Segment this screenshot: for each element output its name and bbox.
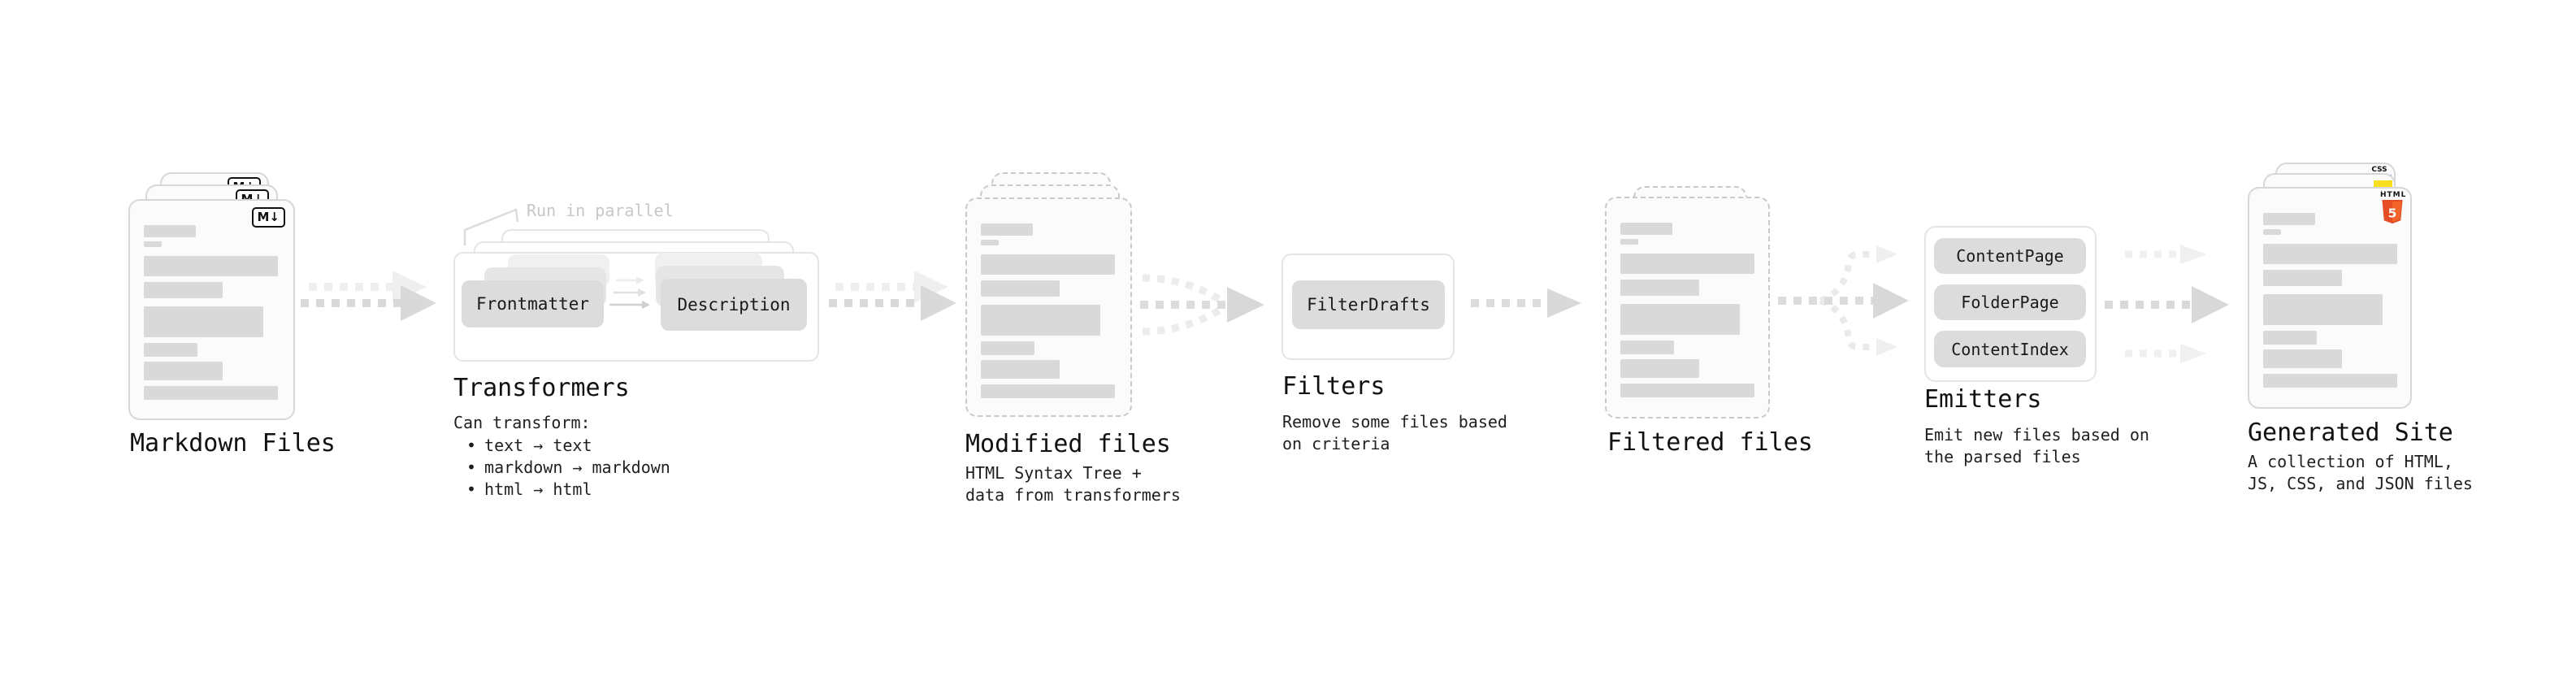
arrow-markdown-to-transformers [301,271,436,321]
annotation-leader-line [463,208,519,245]
text-line-placeholder [981,305,1100,336]
html5-wordmark: HTML [2380,191,2407,199]
text-line-placeholder [2263,270,2342,286]
bullet-text: text → text [484,436,592,455]
markdown-files-label: Markdown Files [130,429,336,458]
text-line-placeholder [2263,349,2342,368]
modified-files-label: Modified files [965,430,1171,458]
arrow-filtered-to-emitters [1778,245,1909,356]
text-line-placeholder [1620,304,1740,335]
arrow-transformers-to-modified [829,271,956,321]
text-line-placeholder [1620,223,1672,235]
emitter-contentindex-chip: ContentIndex [1934,331,2086,367]
filters-desc-line1: Remove some files based [1282,412,1507,432]
ghost-arrow-bottom [2125,344,2206,363]
emitters-label: Emitters [1924,385,2042,414]
markdown-file-card-front: M↓ [128,199,295,420]
modified-files-desc-line1: HTML Syntax Tree + [965,463,1142,483]
text-line-placeholder [2263,374,2397,388]
transformers-desc-title: Can transform: [453,413,591,432]
filtered-files-label: Filtered files [1607,428,1813,457]
text-line-placeholder [1620,280,1699,296]
text-line-placeholder [144,282,223,298]
emitters-desc-line2: the parsed files [1924,447,2081,466]
text-line-placeholder [981,240,999,245]
text-line-placeholder [144,343,197,357]
bullet-marker: • [466,458,477,477]
bullet-marker: • [466,479,477,499]
text-line-placeholder [144,386,278,400]
javascript-icon [2374,180,2392,189]
text-line-placeholder [144,241,162,247]
text-line-placeholder [2263,244,2397,264]
bullet-marker: • [466,436,477,455]
emitter-contentpage-chip: ContentPage [1934,238,2086,274]
transform-bullet-1: • text → text [466,436,592,455]
emitters-desc-line1: Emit new files based on [1924,425,2149,445]
text-line-placeholder [981,280,1060,297]
main-arrow-middle [2105,286,2229,323]
bullet-text: html → html [484,479,592,499]
svg-text:5: 5 [2388,206,2397,220]
modified-files-desc-line2: data from transformers [965,485,1181,505]
text-line-placeholder [144,225,196,237]
text-line-placeholder [144,362,223,380]
text-line-placeholder [2263,229,2281,235]
parallel-arrows-icon [609,276,650,309]
html5-icon: HTML 5 [2380,192,2405,225]
transformers-label: Transformers [453,374,630,402]
modified-file-card-front [965,197,1132,417]
text-line-placeholder [981,223,1033,236]
text-line-placeholder [1620,239,1638,245]
filters-label: Filters [1282,372,1386,401]
text-line-placeholder [144,306,263,337]
transform-bullet-3: • html → html [466,479,592,499]
text-line-placeholder [144,256,278,276]
arrow-modified-to-filters [1140,274,1264,336]
generated-site-desc-line1: A collection of HTML, [2248,452,2453,471]
filters-desc-line2: on criteria [1282,434,1390,453]
transform-bullet-2: • markdown → markdown [466,458,670,477]
text-line-placeholder [2263,294,2383,325]
transformer-frontmatter-chip: Frontmatter [462,280,604,327]
generated-html-card: HTML 5 [2248,187,2412,409]
emitter-folderpage-chip: FolderPage [1934,284,2086,320]
text-line-placeholder [981,360,1060,379]
text-line-placeholder [1620,254,1754,274]
text-line-placeholder [2263,213,2315,225]
text-line-placeholder [981,254,1115,275]
arrows-emitters-to-generated [2105,245,2229,363]
transformer-description-chip: Description [661,279,807,331]
run-in-parallel-annotation: Run in parallel [527,201,674,220]
arrow-filters-to-filtered [1471,288,1581,318]
text-line-placeholder [981,341,1034,355]
ghost-arrow-top [2125,245,2206,264]
bullet-text: markdown → markdown [484,458,670,477]
css-wordmark: CSS [2371,166,2387,174]
text-line-placeholder [2263,331,2317,345]
text-line-placeholder [981,384,1115,398]
filtered-file-card-front [1605,197,1770,419]
text-line-placeholder [1620,340,1674,354]
text-line-placeholder [1620,384,1754,397]
filter-drafts-chip: FilterDrafts [1292,280,1445,329]
generated-site-desc-line2: JS, CSS, and JSON files [2248,474,2473,493]
text-line-placeholder [1620,359,1699,378]
markdown-icon: M↓ [251,207,285,228]
generated-site-label: Generated Site [2248,419,2453,447]
